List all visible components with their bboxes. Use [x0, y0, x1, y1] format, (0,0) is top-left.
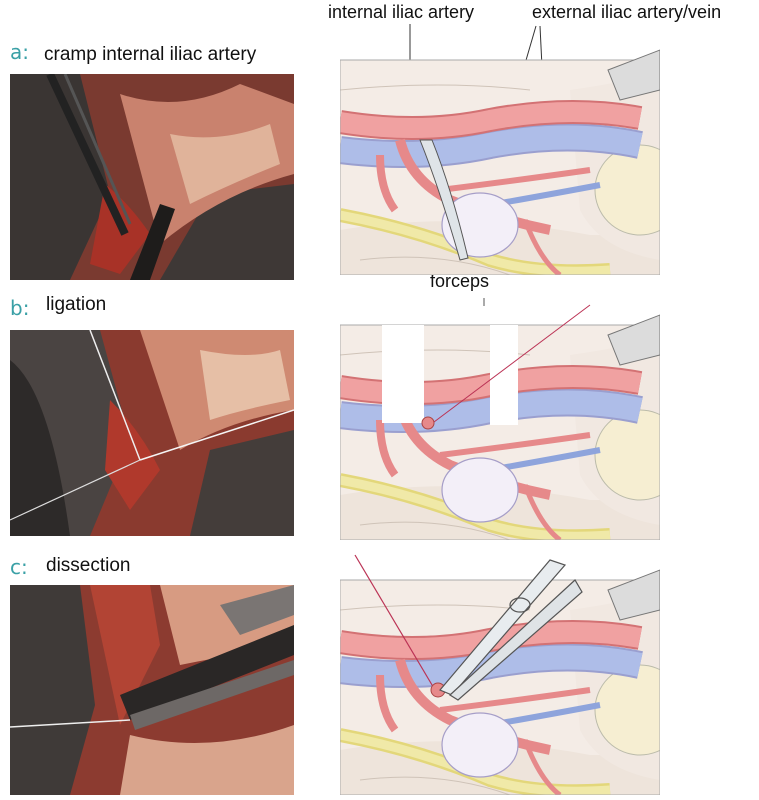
forceps-label: forceps — [430, 271, 490, 291]
panel-b-letter: b: — [10, 296, 30, 320]
ligation-knot — [421, 416, 435, 430]
anatomy-illustration-dissection — [340, 554, 660, 795]
panel-c-letter: c: — [10, 555, 28, 579]
clamp-forceps-shape — [419, 139, 469, 261]
panel-b-title: ligation — [46, 294, 107, 315]
dissection-thread — [354, 554, 436, 691]
surgical-photo-clamp — [10, 74, 294, 280]
external-iliac-artery-vein-label: external iliac artery/vein — [532, 2, 722, 22]
anatomy-illustration-clamp — [340, 30, 660, 275]
surgical-photo-dissection — [10, 585, 294, 795]
dissection-photo-drawing — [10, 585, 294, 795]
scissors-blade-2 — [449, 579, 583, 701]
panel-c-title: dissection — [46, 555, 131, 576]
panel-a-letter: a: — [10, 40, 29, 64]
ligation-thread — [429, 304, 591, 426]
anatomy-illustration-ligation — [340, 304, 660, 540]
forceps-occlusion-left — [382, 325, 424, 423]
internal-iliac-artery-label: internal iliac artery — [328, 2, 475, 22]
clamp-photo-drawing — [10, 74, 294, 280]
surgical-photo-ligation — [10, 330, 294, 536]
panel-a-title: cramp internal iliac artery — [44, 44, 257, 65]
ligation-photo-drawing — [10, 330, 294, 536]
forceps-occlusion-right — [490, 325, 518, 425]
scissors-blade-1 — [439, 559, 567, 696]
